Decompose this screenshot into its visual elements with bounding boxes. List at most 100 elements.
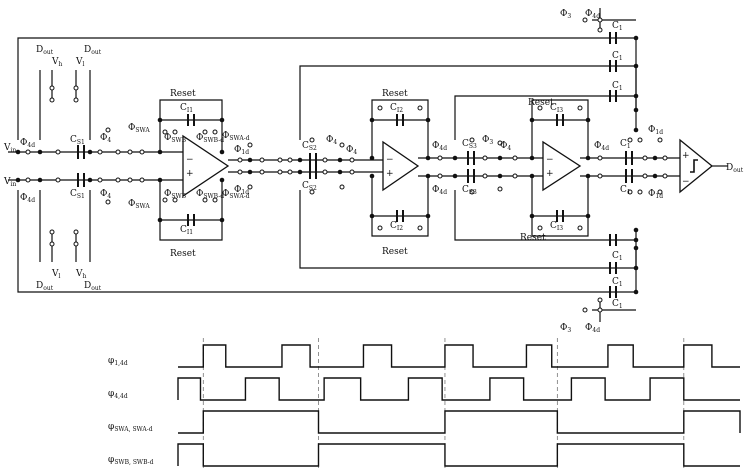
- dout-label-main: Dout: [726, 163, 744, 174]
- phi4-b: Φ4: [100, 189, 111, 200]
- switch-terminal: [537, 225, 543, 231]
- junction-dot: [633, 63, 639, 69]
- switch-terminal: [247, 142, 253, 148]
- cap-label-i2b: CI2: [390, 221, 403, 232]
- switch-terminal: [25, 149, 31, 155]
- reference-switches: [39, 8, 636, 322]
- switch-terminal: [162, 129, 168, 135]
- switch-terminal: [55, 177, 61, 183]
- switch-terminal: [637, 137, 643, 143]
- switch-terminal: [212, 197, 218, 203]
- amp2-minus: −: [386, 155, 394, 165]
- junction-dot: [37, 177, 43, 183]
- phi4-c: Φ4: [326, 135, 337, 146]
- switch-terminal: [115, 149, 121, 155]
- cap-label-i1: CI1: [180, 103, 193, 114]
- junction-dot: [425, 117, 431, 123]
- junction-dot: [633, 227, 639, 233]
- switch-terminal: [339, 184, 345, 190]
- phi-swbd: ΦSWB-d: [196, 133, 224, 144]
- phi4-d: Φ4: [346, 145, 357, 156]
- junction-dot: [633, 237, 639, 243]
- switch-terminal: [597, 155, 603, 161]
- switch-terminal: [349, 169, 355, 175]
- junction-dot: [157, 217, 163, 223]
- junction-dot: [529, 173, 535, 179]
- dout-label-3: Dout: [36, 281, 54, 292]
- switch-terminal: [597, 173, 603, 179]
- junction-dot: [337, 157, 343, 163]
- cap-label-c1: C1: [620, 139, 631, 150]
- switch-terminal: [212, 129, 218, 135]
- junction-dots: [15, 35, 658, 295]
- switch-terminal: [97, 149, 103, 155]
- junction-dot: [369, 173, 375, 179]
- switch-terminals: [25, 17, 668, 313]
- junction-dot: [633, 93, 639, 99]
- amp3-minus: −: [546, 155, 554, 165]
- junction-dot: [529, 117, 535, 123]
- cap-label-bot3: C1: [612, 299, 623, 310]
- amp1-feedback: [159, 99, 223, 241]
- junction-dot: [15, 177, 21, 183]
- junction-dot: [633, 245, 639, 251]
- phi4-a: Φ4: [100, 133, 111, 144]
- switch-terminal: [49, 97, 55, 103]
- switch-terminal: [597, 27, 603, 33]
- cap-label-top2: C1: [612, 51, 623, 62]
- junction-dot: [369, 155, 375, 161]
- comparator: [679, 138, 714, 194]
- switch-terminal: [172, 197, 178, 203]
- switch-terminal: [349, 157, 355, 163]
- junction-dot: [87, 149, 93, 155]
- cap-label-s3: CS3: [462, 139, 477, 150]
- switch-terminal: [537, 105, 543, 111]
- switch-terminal: [202, 197, 208, 203]
- junction-dot: [585, 155, 591, 161]
- switch-terminal: [115, 177, 121, 183]
- phi4-e: Φ4: [500, 141, 511, 152]
- switch-terminal: [512, 173, 518, 179]
- switch-terminal: [259, 157, 265, 163]
- amp2-plus: +: [386, 169, 394, 179]
- switch-terminal: [627, 189, 633, 195]
- reset-label-6: Reset: [520, 233, 546, 243]
- switch-terminal: [582, 307, 588, 313]
- switch-terminal: [497, 186, 503, 192]
- reset-label-4: Reset: [382, 247, 408, 257]
- switch-terminal: [73, 85, 79, 91]
- amp1-plus: +: [186, 169, 194, 179]
- junction-dot: [15, 149, 21, 155]
- junction-dot: [297, 157, 303, 163]
- timing-waveform: [178, 410, 741, 434]
- junction-dot: [219, 177, 225, 183]
- switch-terminal: [237, 157, 243, 163]
- switch-terminal: [642, 155, 648, 161]
- junction-dot: [219, 217, 225, 223]
- switch-terminal: [577, 225, 583, 231]
- switch-terminal: [309, 189, 315, 195]
- timing-label: φ4,4d: [108, 389, 128, 400]
- switch-terminal: [73, 229, 79, 235]
- phi1d-b: Φ1d: [234, 185, 249, 196]
- junction-dot: [87, 177, 93, 183]
- switch-terminal: [49, 241, 55, 247]
- switch-terminal: [55, 149, 61, 155]
- switch-terminal: [577, 105, 583, 111]
- reset-label-2: Reset: [170, 249, 196, 259]
- switch-terminal: [497, 140, 503, 146]
- switch-terminal: [49, 85, 55, 91]
- switch-terminal: [597, 307, 603, 313]
- reset-label-1: Reset: [170, 89, 196, 99]
- switch-terminal: [662, 155, 668, 161]
- cap-label-s2: CS2: [302, 141, 317, 152]
- junction-dot: [157, 177, 163, 183]
- switch-terminal: [437, 155, 443, 161]
- junction-dot: [585, 213, 591, 219]
- switch-terminal: [49, 229, 55, 235]
- switch-terminal: [377, 105, 383, 111]
- phi-in-b: Φ4d: [20, 193, 35, 204]
- switch-terminal: [582, 17, 588, 23]
- timing-label: φSWA, SWA-d: [108, 422, 153, 433]
